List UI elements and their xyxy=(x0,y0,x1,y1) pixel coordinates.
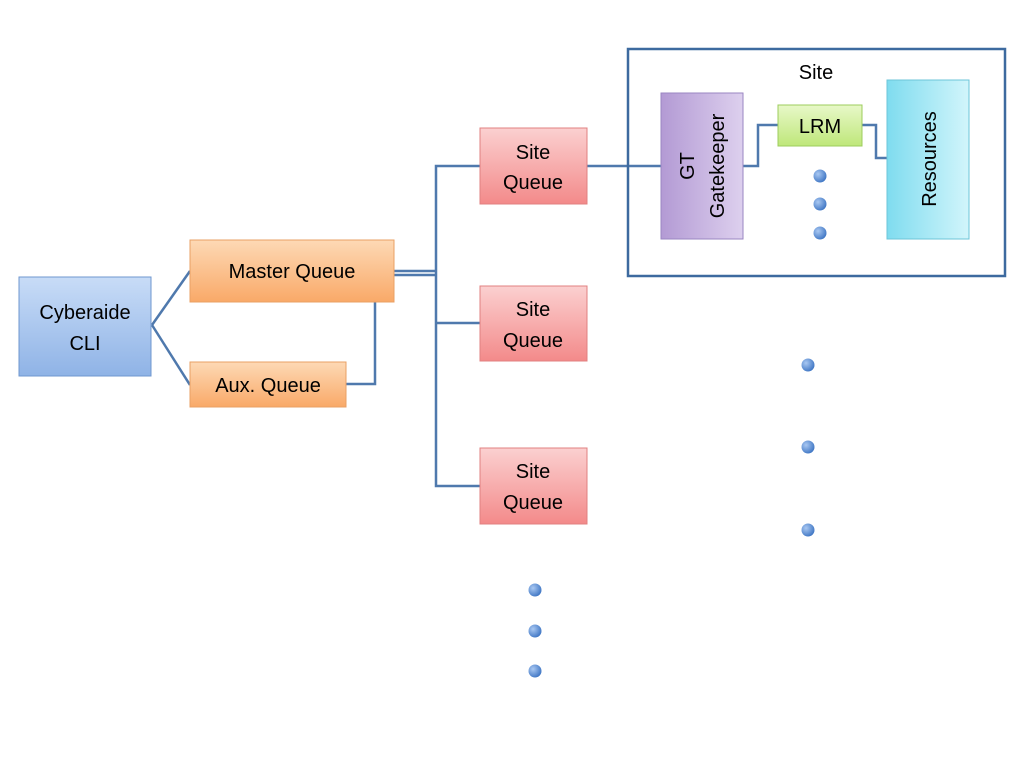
aux-queue-node: Aux. Queue xyxy=(189,361,347,408)
master-queue-node: Master Queue xyxy=(189,239,395,303)
site-border xyxy=(626,47,1007,278)
lrm-label: LRM xyxy=(799,116,841,138)
connector-cli-master xyxy=(150,270,192,326)
site-queue-node-3: Site Queue xyxy=(479,447,588,525)
dot-icon xyxy=(813,197,827,211)
site-queue-node-2: Site Queue xyxy=(479,285,588,362)
site-queue-3-line2: Queue xyxy=(503,492,563,514)
connector-gatekeeper-lrm xyxy=(743,123,778,168)
site-queue-1-line1: Site xyxy=(516,142,550,164)
cyberaide-cli-node: Cyberaide CLI xyxy=(18,276,152,377)
ellipsis-dots-site-queues xyxy=(528,583,542,678)
dot-icon xyxy=(813,169,827,183)
resources-label: Resources xyxy=(919,111,941,207)
connector-cli-aux xyxy=(150,324,192,386)
gatekeeper-label-line2: Gatekeeper xyxy=(707,113,729,218)
site-queue-node-1: Site Queue xyxy=(479,127,588,205)
dot-icon xyxy=(801,358,815,372)
dot-icon xyxy=(813,226,827,240)
dot-icon xyxy=(801,523,815,537)
connectors xyxy=(150,123,887,488)
site-queue-3-line1: Site xyxy=(516,461,550,483)
site-label: Site xyxy=(799,62,833,84)
ellipsis-dots-lrm xyxy=(813,169,827,240)
site-queue-2-line2: Queue xyxy=(503,330,563,352)
cli-label-line1: Cyberaide xyxy=(39,302,130,324)
connector-lrm-resources xyxy=(862,123,887,160)
dot-icon xyxy=(528,583,542,597)
master-queue-label: Master Queue xyxy=(229,261,356,283)
cli-label-line2: CLI xyxy=(69,333,100,355)
site-queue-2-line1: Site xyxy=(516,299,550,321)
dot-icon xyxy=(528,624,542,638)
ellipsis-dots-sites xyxy=(801,358,815,537)
connector-site-bus xyxy=(434,164,480,488)
lrm-node: LRM xyxy=(777,104,863,147)
dot-icon xyxy=(801,440,815,454)
gatekeeper-node: GT Gatekeeper xyxy=(660,92,744,240)
resources-node: Resources xyxy=(886,79,970,240)
dot-icon xyxy=(528,664,542,678)
site-container: Site xyxy=(626,47,1007,278)
connector-aux-master xyxy=(346,302,377,386)
gatekeeper-label-line1: GT xyxy=(677,152,699,180)
aux-queue-label: Aux. Queue xyxy=(215,375,321,397)
site-queue-1-line2: Queue xyxy=(503,172,563,194)
